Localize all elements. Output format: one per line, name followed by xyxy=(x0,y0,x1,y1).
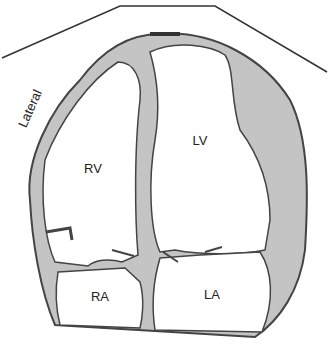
chamber-label: RV xyxy=(84,162,102,175)
left-atrium xyxy=(153,252,270,332)
myocardium xyxy=(29,34,307,337)
mitral-leaflet xyxy=(205,247,222,252)
right-ventricle xyxy=(43,62,140,266)
chamber-label: LV xyxy=(193,134,208,147)
mitral-leaflet xyxy=(163,252,178,262)
right-atrium xyxy=(56,268,143,328)
tricuspid-leaflet xyxy=(112,250,134,256)
wall-label: Lateral xyxy=(16,87,44,129)
moderator-band xyxy=(46,228,72,240)
apex-mark xyxy=(150,32,180,36)
chamber-label: LA xyxy=(204,288,220,301)
left-ventricle xyxy=(150,45,270,254)
chamber-label: RA xyxy=(91,290,109,303)
